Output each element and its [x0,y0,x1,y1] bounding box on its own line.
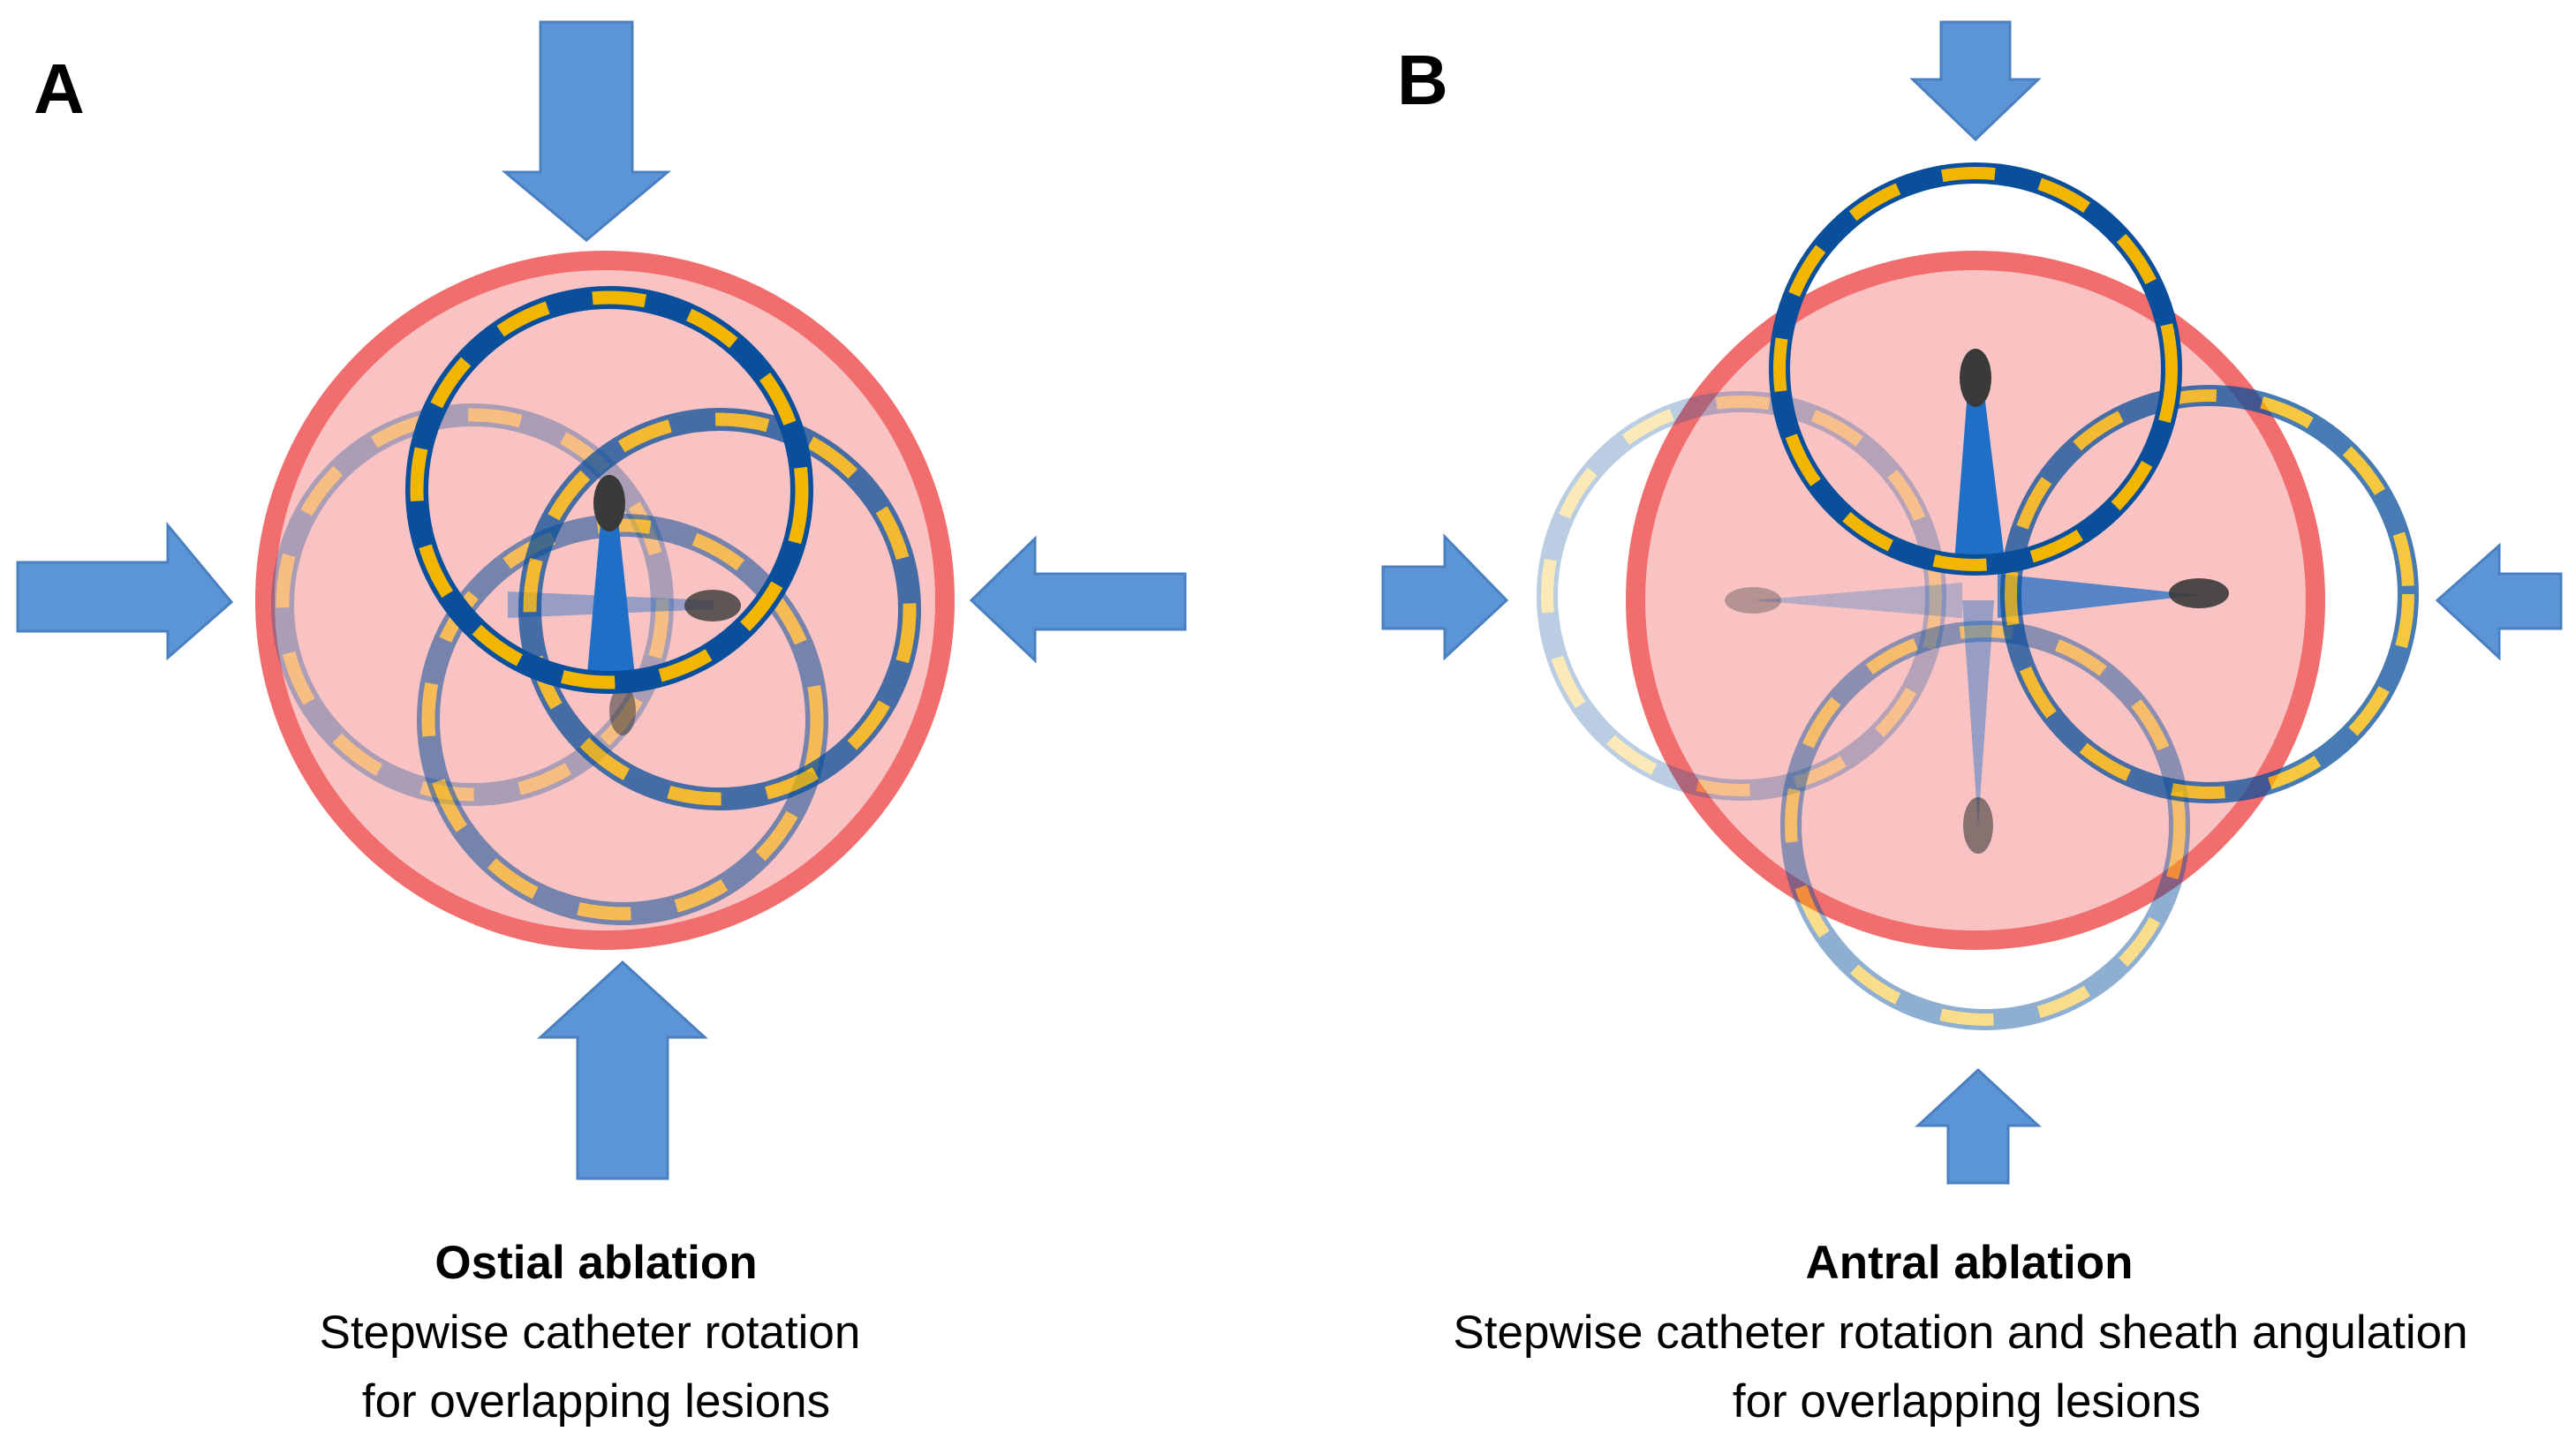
panel-a-letter: A [34,49,85,128]
catheter-position-left-a [271,403,674,806]
catheter-position-bottom-a [417,514,828,925]
catheter-tip-right-b [2169,578,2229,608]
catheter-position-top-a [405,286,813,694]
panel-a: A Ostial abla [16,20,1187,1428]
caption-line1-a: Stepwise catheter rotation [320,1307,861,1359]
caption-line2-b: for overlapping lesions [1733,1375,2201,1428]
arrow-right-a [16,521,234,661]
arrow-left-b [2435,542,2563,661]
catheter-shaft-a [586,503,636,684]
catheter-position-right-a [518,408,921,810]
catheter-tip-top-b [1960,349,1991,407]
pulmonary-vein-b [1626,251,2325,950]
arrow-down-a [501,20,672,242]
arrow-down-b [1909,20,2042,142]
arrow-up-b [1915,1067,2042,1185]
catheter-tip-left-b [1725,587,1781,614]
catheter-shaft-b [1953,380,2006,574]
catheter-shaft-right-b [1998,574,2199,618]
caption-title-a: Ostial ablation [434,1237,757,1289]
panel-b-letter: B [1397,41,1448,119]
catheter-tip-top-a [593,475,625,531]
catheter-position-right-b [2000,385,2419,803]
catheter-shaft-bottom-b [1962,600,1994,825]
arrow-up-a [537,960,708,1180]
catheter-tip-bottom-b [1963,797,1993,854]
caption-title-b: Antral ablation [1805,1237,2133,1289]
arrow-right-b [1381,533,1509,661]
catheter-tip-bottom-a [609,686,636,735]
caption-line1-b: Stepwise catheter rotation and sheath an… [1453,1307,2467,1359]
catheter-position-top-b [1769,162,2182,576]
arrow-left-a [969,535,1187,664]
catheter-tip-right-a [684,590,741,622]
catheter-position-left-b [1537,391,1946,801]
catheter-shaft-left-b [1753,583,1962,618]
panel-b: B [1381,20,2563,1428]
catheter-position-bottom-b [1780,621,2190,1030]
caption-line2-a: for overlapping lesions [362,1375,830,1428]
